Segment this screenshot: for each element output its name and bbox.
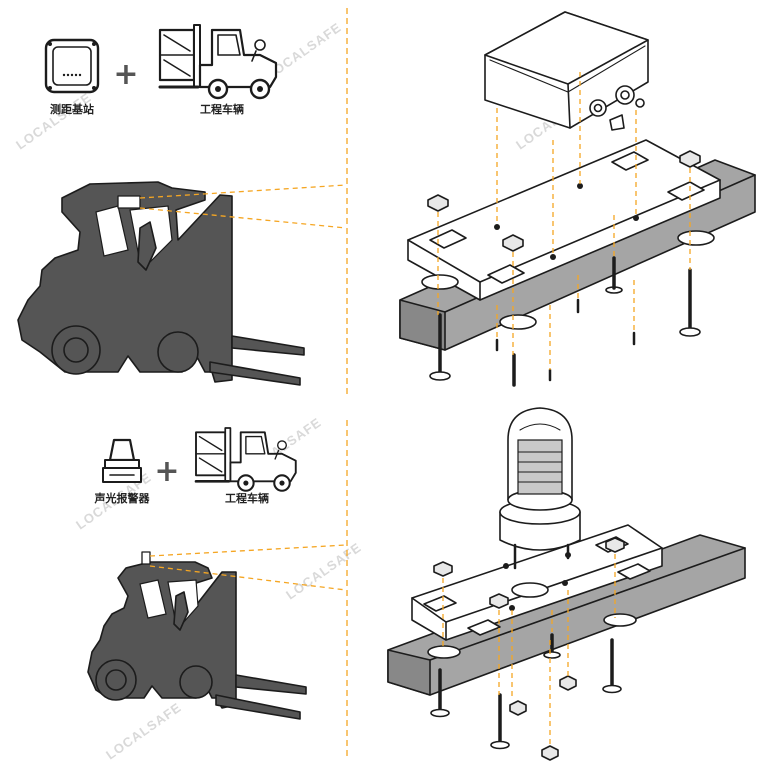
guide-line (149, 565, 347, 591)
alarm-exploded-view (387, 407, 746, 761)
station-exploded-view (399, 11, 756, 387)
beacon-light (499, 407, 581, 570)
assembly-guides (437, 72, 691, 370)
guide-line (139, 207, 347, 229)
ranging-station-icon (44, 38, 100, 94)
vehicle-icon (158, 24, 278, 100)
watermark: LOCALSAFE (283, 539, 364, 602)
mounting-plate (407, 139, 721, 301)
guide-line (149, 544, 347, 557)
plus-sign: + (154, 454, 179, 489)
vehicle-label: 工程车辆 (200, 102, 244, 116)
watermark: LOCALSAFE (103, 699, 184, 762)
assembly-guides (442, 554, 616, 746)
plus-sign: + (113, 57, 138, 92)
alarm-label: 声光报警器 (94, 491, 151, 505)
forklift-silhouette (17, 181, 305, 386)
vehicle-icon (194, 427, 297, 492)
vehicle-label: 工程车辆 (225, 491, 269, 505)
bolts (429, 256, 701, 387)
watermark: LOCALSAFE (13, 89, 94, 152)
alarm-icon (102, 438, 142, 483)
section-alarm: 声光报警器 + 工程车辆 (87, 407, 746, 761)
forklift-silhouette (87, 551, 307, 720)
mounting-plate (411, 524, 663, 641)
ranging-station-label: 测距基站 (50, 102, 94, 116)
section-ranging-station: 测距基站 + 工程车辆 (17, 11, 756, 387)
station-box (484, 11, 649, 131)
guide-line (139, 184, 347, 199)
